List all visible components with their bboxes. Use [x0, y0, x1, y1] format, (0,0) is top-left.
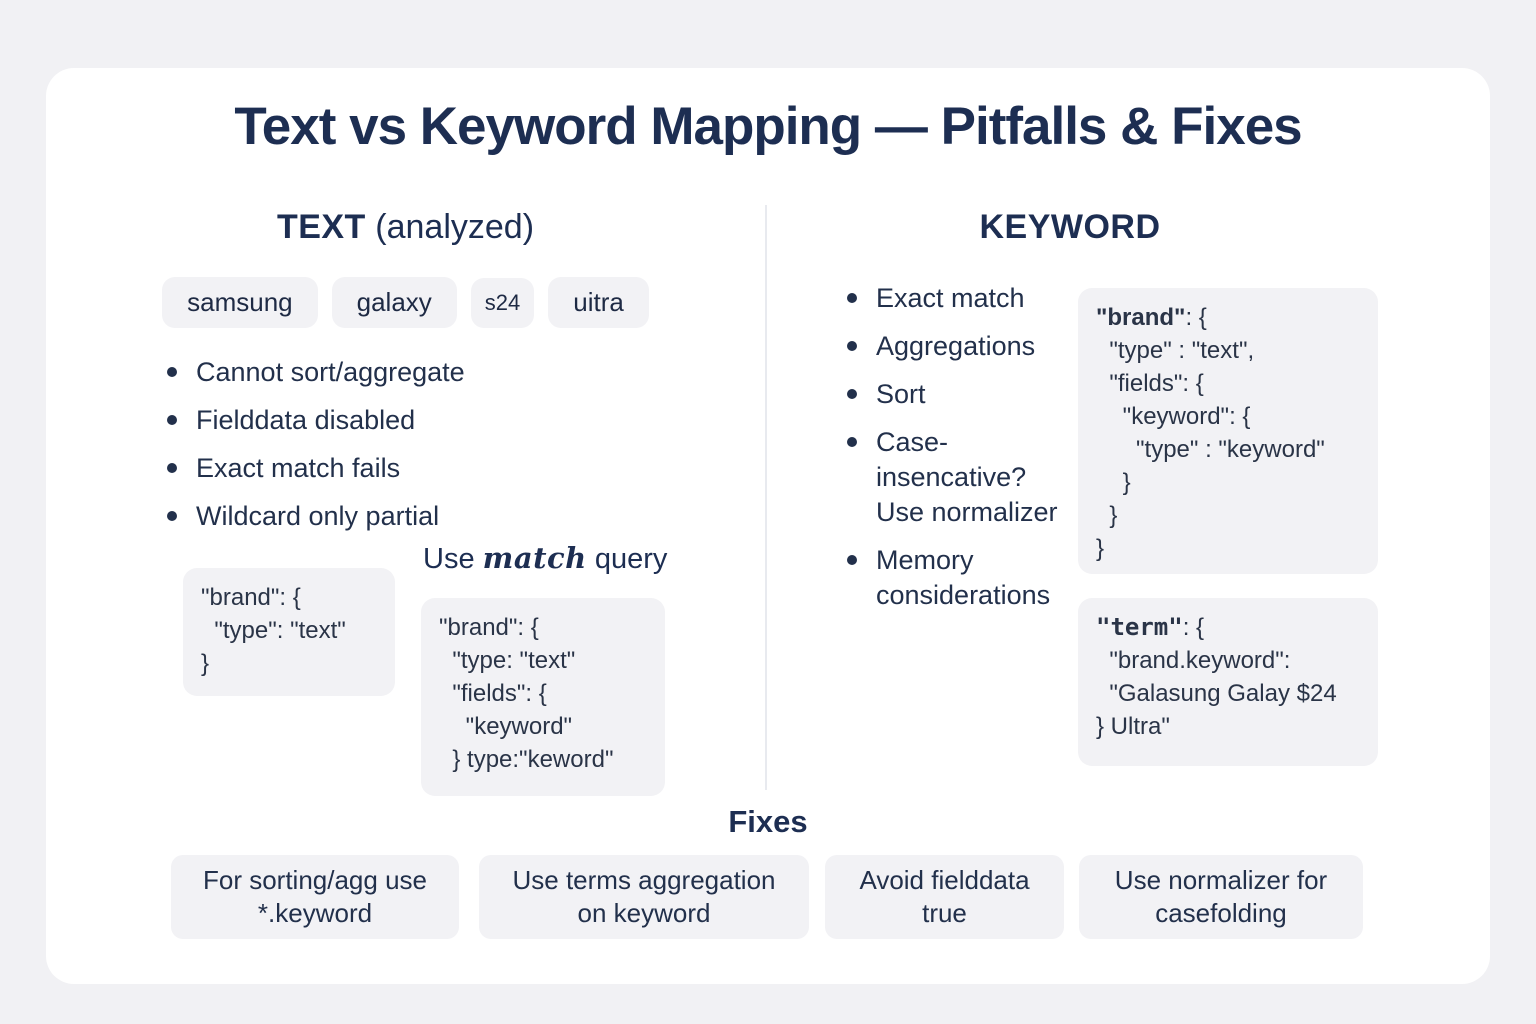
keyword-benefit-item: Sort — [843, 377, 1083, 412]
match-query-code-block: "brand": { "type: "text" "fields": { "ke… — [421, 598, 665, 796]
match-query-label: Use match query — [423, 541, 667, 576]
code-head: : { — [1182, 614, 1205, 641]
pitfall-list: Cannot sort/aggregate Fielddata disabled… — [163, 355, 583, 547]
pitfall-item: Fielddata disabled — [163, 403, 583, 438]
keyword-benefit-list: Exact match Aggregations Sort Case- inse… — [843, 281, 1083, 626]
text-heading-rest: (analyzed) — [365, 208, 535, 246]
keyword-benefit-item: Memory considerations — [843, 543, 1083, 613]
token-chip: s24 — [470, 277, 535, 328]
code-body: "type" : "text", "fields": { "keyword": … — [1096, 337, 1325, 562]
match-label-emphasis: match — [482, 541, 587, 575]
token-chip: samsung — [162, 277, 318, 328]
code-key: "brand" — [1096, 304, 1186, 331]
token-chip-row: samsung galaxy s24 uitra — [46, 277, 765, 328]
keyword-benefit-item: Case- insencative? Use normalizer — [843, 425, 1083, 530]
infographic-card: Text vs Keyword Mapping — Pitfalls & Fix… — [46, 68, 1490, 984]
keyword-benefit-item: Exact match — [843, 281, 1083, 316]
text-mapping-code-block: "brand": { "type": "text" } — [183, 568, 395, 696]
page-title: Text vs Keyword Mapping — Pitfalls & Fix… — [234, 97, 1302, 156]
keyword-column-heading: KEYWORD — [979, 208, 1161, 246]
column-divider — [765, 205, 767, 790]
fix-box: Avoid fielddata true — [825, 855, 1064, 939]
pitfall-item: Exact match fails — [163, 451, 583, 486]
match-label-prefix: Use — [423, 543, 483, 575]
fixes-heading: Fixes — [728, 804, 808, 839]
code-key: "term" — [1096, 613, 1183, 641]
text-column-heading: TEXT (analyzed) — [46, 208, 765, 247]
fix-box: For sorting/agg use *.keyword — [171, 855, 459, 939]
term-query-code-block: "term": { "brand.keyword": "Galasung Gal… — [1078, 598, 1378, 766]
text-heading-strong: TEXT — [276, 208, 366, 246]
code-head: : { — [1185, 304, 1207, 331]
pitfall-item: Cannot sort/aggregate — [163, 355, 583, 390]
fix-box: Use terms aggregation on keyword — [479, 855, 809, 939]
code-body: "brand.keyword": "Galasung Galay $24 } U… — [1096, 647, 1337, 740]
match-label-suffix: query — [586, 543, 668, 575]
keyword-mapping-code-block: "brand": { "type" : "text", "fields": { … — [1078, 288, 1378, 574]
token-chip: galaxy — [331, 277, 457, 328]
fix-box: Use normalizer for casefolding — [1079, 855, 1363, 939]
token-chip: uitra — [548, 277, 649, 328]
pitfall-item: Wildcard only partial — [163, 499, 583, 534]
keyword-benefit-item: Aggregations — [843, 329, 1083, 364]
